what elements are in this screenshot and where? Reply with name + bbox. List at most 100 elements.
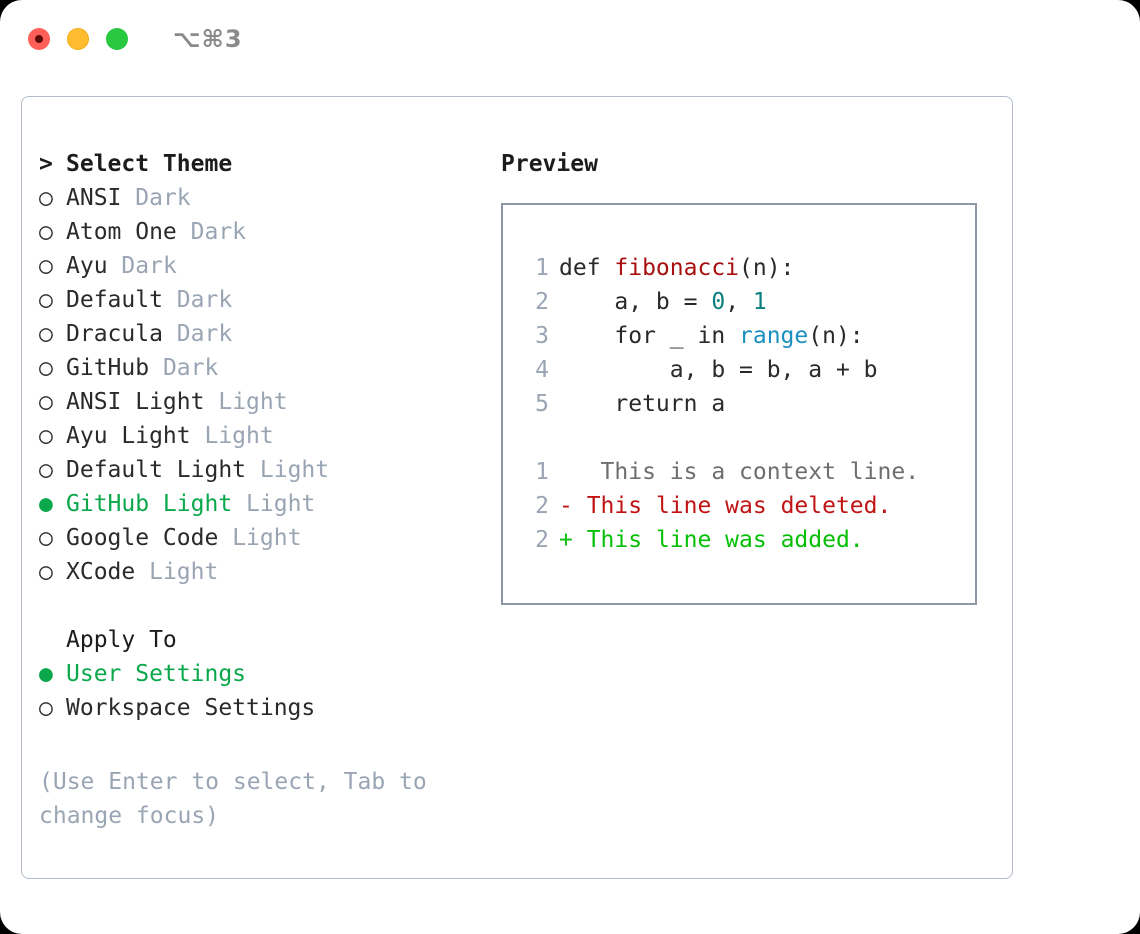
radio-selected-icon: ● (39, 491, 53, 517)
window-controls (28, 28, 128, 50)
theme-item-ayu-light[interactable]: ○ Ayu Light Light (39, 419, 499, 453)
apply-to-item-workspace-settings[interactable]: ○Workspace Settings (39, 691, 499, 725)
close-icon (35, 35, 43, 43)
minimize-window-button[interactable] (67, 28, 89, 50)
apply-to-list: ●User Settings○Workspace Settings (39, 657, 499, 725)
theme-item-label: ANSI (66, 185, 122, 211)
code-token-number: 0 (711, 289, 726, 315)
theme-item-google-code[interactable]: ○Google Code Light (39, 521, 499, 555)
label-separator (149, 355, 163, 381)
diff-marker-icon: - (559, 493, 573, 519)
code-line: 3 for _ in range(n): (503, 319, 975, 353)
apply-to-item-user-settings[interactable]: ●User Settings (39, 657, 499, 691)
radio-unselected-icon: ○ (39, 321, 53, 347)
theme-item-ansi[interactable]: ○ ANSI Dark (39, 181, 499, 215)
code-token-plain: (n): (739, 255, 795, 281)
diff-marker-icon: + (559, 527, 573, 553)
theme-item-github-light[interactable]: ● GitHub Light Light (39, 487, 499, 521)
label-separator (177, 219, 191, 245)
line-number: 1 (535, 255, 549, 281)
theme-item-ayu[interactable]: ○ Ayu Dark (39, 249, 499, 283)
radio-unselected-icon: ○ (39, 185, 53, 211)
diff-line-context: 1 This is a context line. (503, 455, 975, 489)
code-token-plain: for _ in (559, 323, 740, 349)
code-token-plain: return a (559, 391, 726, 417)
diff-line-text: This line was added. (572, 527, 864, 553)
spacer (39, 589, 499, 623)
theme-item-tag: Light (204, 423, 274, 449)
theme-item-tag: Dark (135, 185, 191, 211)
label-separator (218, 525, 232, 551)
theme-item-label: GitHub Light (66, 491, 233, 517)
code-line: 5 return a (503, 387, 975, 421)
diff-line-added: 2 + This line was added. (503, 523, 975, 557)
theme-item-tag: Light (246, 491, 316, 517)
diff-marker-icon (559, 459, 573, 485)
label-separator (135, 559, 149, 585)
code-token-number: 1 (752, 289, 767, 315)
code-token-plain: a, b = b, a + b (559, 357, 878, 383)
diff-sample: 1 This is a context line.2- This line wa… (503, 455, 975, 557)
label-separator (163, 321, 177, 347)
theme-item-tag: Light (218, 389, 288, 415)
theme-item-label: Dracula (66, 321, 163, 347)
radio-unselected-icon: ○ (39, 355, 53, 381)
theme-item-label: Ayu Light (66, 423, 191, 449)
theme-item-xcode[interactable]: ○XCode Light (39, 555, 499, 589)
line-number: 2 (535, 527, 549, 553)
theme-list-header: >Select Theme (39, 147, 499, 181)
code-token-plain: a, b = (559, 289, 712, 315)
apply-to-item-label: Workspace Settings (66, 695, 316, 721)
theme-item-label: Atom One (66, 219, 177, 245)
title-bar: ⌥⌘3 (0, 0, 1140, 78)
theme-item-github[interactable]: ○ GitHub Dark (39, 351, 499, 385)
radio-unselected-icon: ○ (39, 219, 53, 245)
theme-item-label: GitHub (66, 355, 150, 381)
theme-item-label: ANSI Light (66, 389, 205, 415)
keyboard-hint: (Use Enter to select, Tab to change focu… (39, 769, 427, 829)
theme-item-dracula[interactable]: ○ Dracula Dark (39, 317, 499, 351)
radio-selected-icon: ● (39, 661, 53, 687)
theme-item-tag: Dark (121, 253, 177, 279)
label-separator (191, 423, 205, 449)
label-separator (163, 287, 177, 313)
theme-item-ansi-light[interactable]: ○ANSI Light Light (39, 385, 499, 419)
line-number: 1 (535, 459, 549, 485)
theme-item-default-light[interactable]: ○Default Light Light (39, 453, 499, 487)
theme-item-tag: Light (232, 525, 302, 551)
theme-item-tag: Dark (162, 355, 219, 381)
code-token-function: fibonacci (614, 255, 740, 281)
radio-unselected-icon: ○ (39, 423, 53, 449)
line-number: 2 (535, 289, 549, 315)
code-line: 2 a, b = 0, 1 (503, 285, 975, 319)
keyboard-shortcut-label: ⌥⌘3 (173, 25, 243, 53)
theme-item-label: Ayu (66, 253, 108, 279)
theme-item-tag: Dark (176, 321, 233, 347)
theme-item-tag: Dark (190, 219, 247, 245)
diff-line-deleted: 2- This line was deleted. (503, 489, 975, 523)
preview-title: Preview (501, 151, 598, 177)
theme-item-label: Default Light (66, 457, 247, 483)
close-window-button[interactable] (28, 28, 50, 50)
code-token-plain: , (725, 289, 753, 315)
theme-item-atom-one[interactable]: ○ Atom One Dark (39, 215, 499, 249)
focus-marker-icon: > (39, 151, 53, 177)
maximize-window-button[interactable] (106, 28, 128, 50)
line-number: 5 (535, 391, 549, 417)
theme-selector-column: >Select Theme ○ANSI Dark○Atom One Dark○A… (39, 147, 499, 833)
theme-item-default[interactable]: ○ Default Dark (39, 283, 499, 317)
radio-unselected-icon: ○ (39, 253, 53, 279)
radio-unselected-icon: ○ (39, 287, 53, 313)
radio-unselected-icon: ○ (39, 457, 53, 483)
theme-item-tag: Light (149, 559, 219, 585)
line-number: 2 (535, 493, 549, 519)
line-number: 4 (535, 357, 549, 383)
theme-item-label: Default (66, 287, 163, 313)
theme-item-tag: Dark (176, 287, 233, 313)
theme-item-label: Google Code (66, 525, 219, 551)
label-separator (232, 491, 246, 517)
